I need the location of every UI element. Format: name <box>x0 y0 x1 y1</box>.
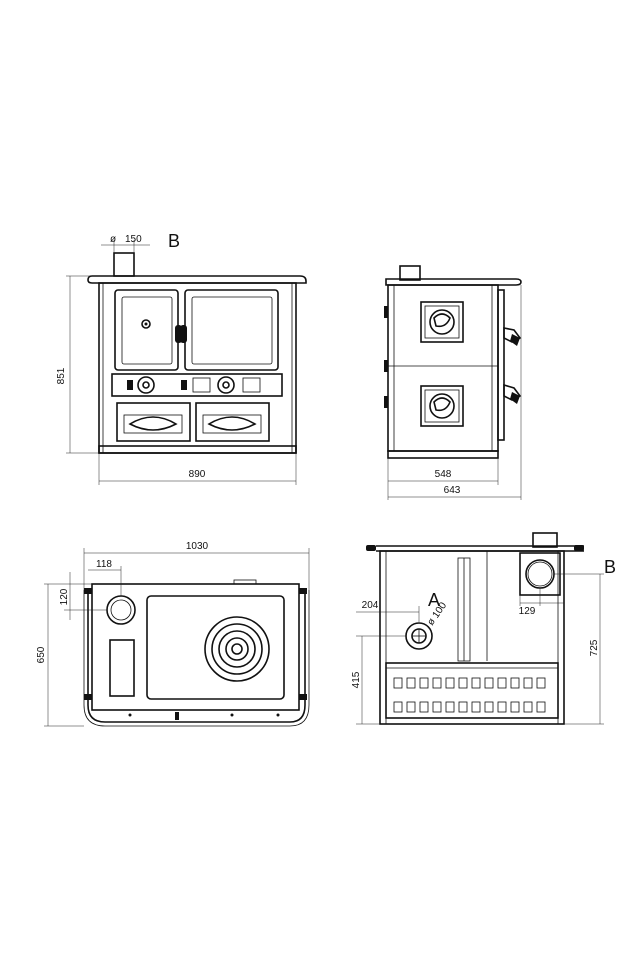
back-vent-panel <box>385 662 559 719</box>
side-plinth <box>387 450 499 459</box>
front-handle-right <box>180 325 187 343</box>
back-frame <box>379 550 565 725</box>
back-air-inlet-x: 204 <box>362 600 379 611</box>
front-control-band <box>111 373 283 397</box>
side-view: 548 643 <box>384 265 522 500</box>
back-flue-height: 725 <box>589 639 600 656</box>
back-air-inlet-height: 415 <box>351 671 362 688</box>
front-label-b: B <box>168 231 180 251</box>
front-body <box>98 282 297 454</box>
top-hob <box>91 583 300 711</box>
front-hob-plate <box>87 275 307 284</box>
top-rings <box>204 616 270 682</box>
side-hob-plate <box>385 278 522 286</box>
top-view: 1030 118 120 650 <box>36 541 310 727</box>
front-firebox-door <box>114 289 179 371</box>
front-oven-thermometer <box>217 376 235 394</box>
firebox-door-knob <box>141 319 151 329</box>
back-label-b: B <box>604 557 616 577</box>
front-width: 890 <box>189 469 206 480</box>
back-vent-slots-upper <box>393 677 546 689</box>
side-depth-total: 643 <box>444 485 461 496</box>
back-flue-pipe <box>532 532 558 548</box>
back-label-a: A <box>428 590 440 610</box>
front-oven-door <box>184 289 279 371</box>
front-view: ø 150 B 851 890 <box>56 231 307 485</box>
side-depth-body: 548 <box>435 469 452 480</box>
front-flue-diameter-symbol: ø <box>110 234 116 245</box>
front-drawer-right <box>195 402 270 442</box>
front-height: 851 <box>56 367 67 384</box>
top-depth: 650 <box>36 646 47 663</box>
top-cooking-plate <box>146 595 285 700</box>
side-panel-upper <box>420 301 464 343</box>
top-flue-y-offset: 120 <box>59 588 70 605</box>
top-rail <box>87 590 306 723</box>
back-vent-slots-lower <box>393 701 546 713</box>
front-ash-regulator <box>137 376 155 394</box>
front-drawer-left <box>116 402 191 442</box>
top-flue-x-offset: 118 <box>96 559 112 570</box>
front-plinth <box>98 445 297 454</box>
top-width: 1030 <box>186 541 209 552</box>
front-flue-diameter: 150 <box>125 234 142 245</box>
side-panel-lower <box>420 385 464 427</box>
top-firebox-lid <box>109 639 135 697</box>
front-flue-pipe <box>113 252 135 277</box>
side-flue-pipe <box>399 265 421 281</box>
back-flue-outlet <box>525 559 555 589</box>
back-flue-offset: 129 <box>519 606 536 617</box>
back-view: 204 A ø 100 415 129 B 725 <box>351 532 616 725</box>
